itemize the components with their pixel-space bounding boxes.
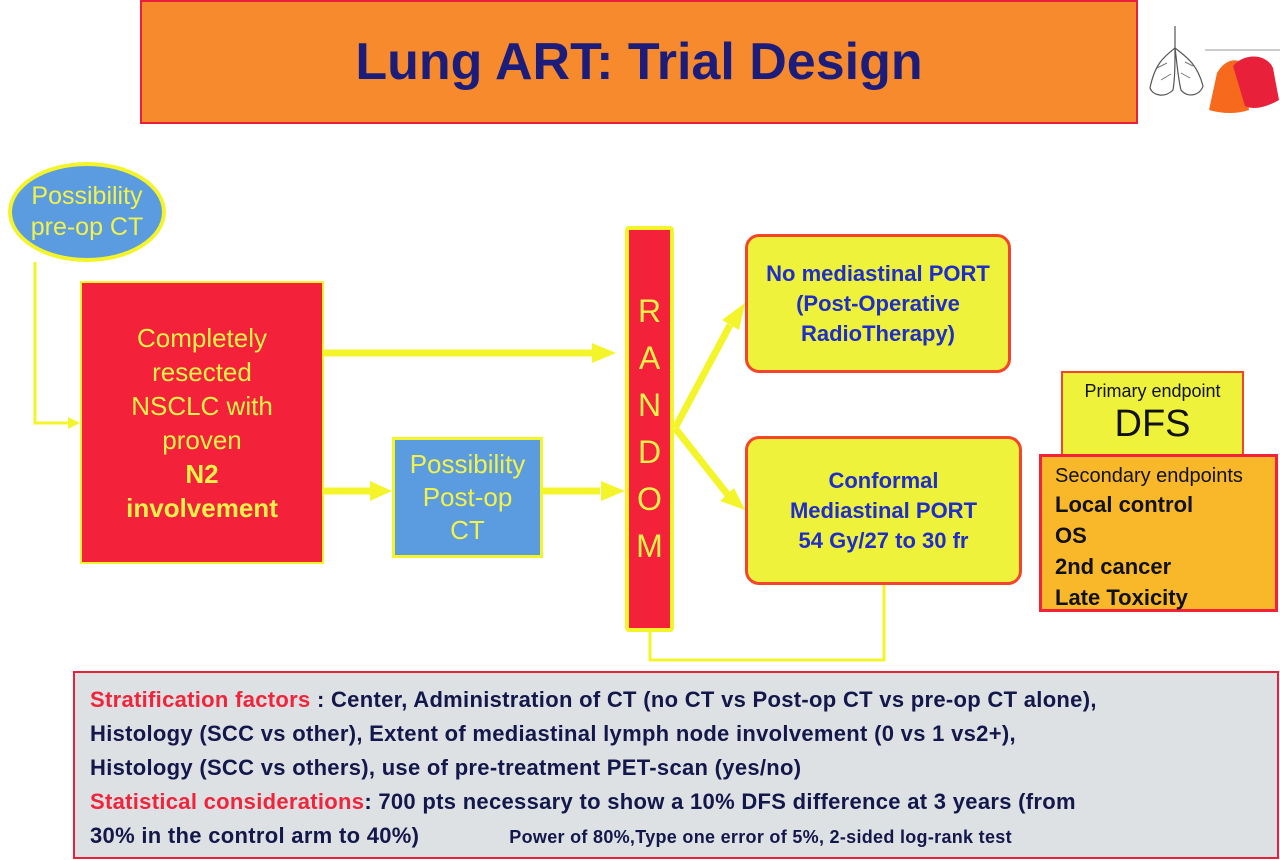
postop-ct-box: Possibility Post-op CT: [392, 437, 543, 558]
statistical-text: 30% in the control arm to 40%): [90, 823, 419, 848]
secondary-endpoints-label: Secondary endpoints: [1055, 463, 1275, 489]
power-text: Power of 80%,Type one error of 5%, 2-sid…: [509, 827, 1012, 847]
primary-endpoint-box: Primary endpoint DFS: [1061, 371, 1244, 456]
random-letter: O: [637, 476, 662, 523]
primary-endpoint-value: DFS: [1115, 402, 1191, 446]
preop-ct-box: Possibility pre-op CT: [8, 162, 166, 262]
arm-port-line3: 54 Gy/27 to 30 fr: [790, 526, 977, 556]
secondary-endpoint-item: Late Toxicity: [1055, 582, 1275, 613]
arm-no-port-line3: RadioTherapy): [766, 319, 990, 349]
random-letter: A: [639, 335, 660, 382]
resected-n2: N2: [185, 457, 218, 491]
connector-preop-arrowhead: [68, 417, 80, 429]
stratification-label: Stratification factors: [90, 687, 311, 712]
randomization-box: R A N D O M: [625, 226, 674, 632]
random-letter: M: [636, 523, 663, 570]
stratification-text: Histology (SCC vs others), use of pre-tr…: [90, 751, 1277, 785]
stratification-text: Histology (SCC vs other), Extent of medi…: [90, 717, 1277, 751]
random-letter: R: [638, 288, 661, 335]
arm-no-port-line1: No mediastinal PORT: [766, 259, 990, 289]
arrow-random-arm2: [675, 428, 728, 495]
resected-line: proven: [162, 423, 242, 457]
statistical-label: Statistical considerations: [90, 789, 364, 814]
resected-involvement: involvement: [126, 491, 278, 525]
arrow-random-arm1: [675, 325, 730, 428]
connector-preop-line: [35, 262, 70, 423]
statistical-text: : 700 pts necessary to show a 10% DFS di…: [364, 789, 1076, 814]
arm-port-line1: Conformal: [790, 466, 977, 496]
stratification-text: : Center, Administration of CT (no CT vs…: [311, 687, 1097, 712]
resected-nsclc-box: Completely resected NSCLC with proven N2…: [80, 281, 324, 564]
random-letter: N: [638, 382, 661, 429]
postop-ct-line2: Post-op: [410, 481, 526, 514]
connector-loop-line: [650, 585, 884, 660]
arm-port-line2: Mediastinal PORT: [790, 496, 977, 526]
postop-ct-line1: Possibility: [410, 448, 526, 481]
secondary-endpoint-item: Local control: [1055, 489, 1275, 520]
secondary-endpoint-item: 2nd cancer: [1055, 551, 1275, 582]
arm-no-port-line2: (Post-Operative: [766, 289, 990, 319]
postop-ct-line3: CT: [410, 514, 526, 547]
resected-line: NSCLC with: [131, 389, 273, 423]
random-letter: D: [638, 429, 661, 476]
arm-no-port-box: No mediastinal PORT (Post-Operative Radi…: [745, 234, 1011, 373]
stratification-box: Stratification factors : Center, Adminis…: [73, 671, 1279, 859]
resected-line: resected: [152, 355, 252, 389]
resected-line: Completely: [137, 321, 267, 355]
secondary-endpoint-item: OS: [1055, 520, 1275, 551]
preop-ct-line1: Possibility: [31, 181, 144, 212]
arm-port-box: Conformal Mediastinal PORT 54 Gy/27 to 3…: [745, 436, 1022, 585]
primary-endpoint-label: Primary endpoint: [1084, 381, 1220, 402]
secondary-endpoints-box: Secondary endpoints Local control OS 2nd…: [1039, 454, 1278, 612]
preop-ct-line2: pre-op CT: [31, 212, 144, 243]
